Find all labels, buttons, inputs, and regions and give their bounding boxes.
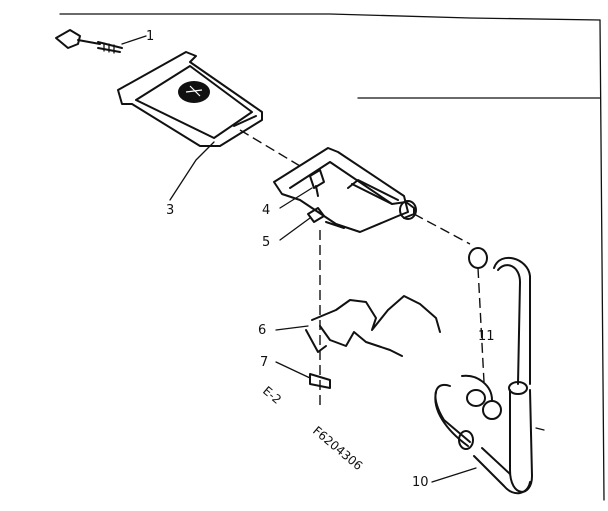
part-5-clip [279, 207, 345, 241]
part-7-screw [275, 361, 331, 389]
top-border-line [59, 13, 601, 21]
callout-1: 1 [146, 29, 154, 44]
part-1-screw [55, 29, 147, 54]
part-4-screw [279, 169, 325, 209]
callout-4: 4 [262, 203, 270, 218]
callout-7: 7 [260, 355, 268, 370]
part-3-grille-cover [117, 51, 263, 201]
part-code: F6204306 [310, 424, 365, 474]
callout-11: 11 [478, 329, 495, 344]
hose-assembly [431, 247, 545, 495]
part-6-wire-spring [275, 295, 441, 357]
callout-6: 6 [258, 323, 266, 338]
assembly-line-to-hose [413, 213, 471, 245]
housing-assembly [273, 147, 417, 233]
right-border-line [599, 19, 605, 501]
callout-10: 10 [412, 475, 429, 490]
callout-3: 3 [166, 203, 174, 218]
assembly-line-cover-to-housing [239, 129, 301, 167]
view-label: E-2 [260, 384, 284, 407]
callout-5: 5 [262, 235, 270, 250]
